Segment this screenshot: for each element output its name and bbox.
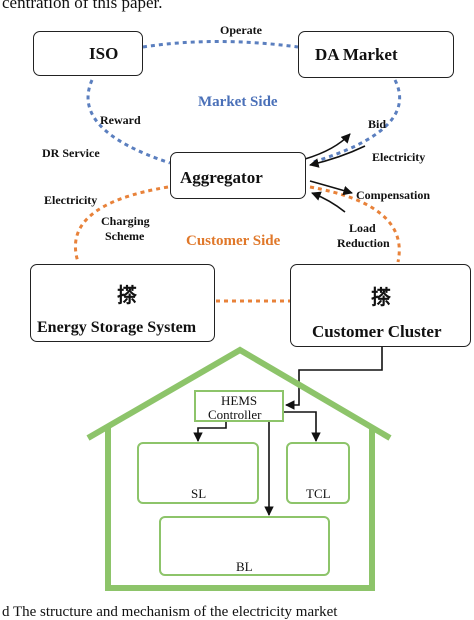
ess-label: Energy Storage System xyxy=(37,319,197,336)
cluster-symbol: 搽 xyxy=(371,285,391,309)
market-side-label: Market Side xyxy=(198,94,278,110)
electricity-right-label: Electricity xyxy=(372,150,426,164)
hems-label-line1: HEMS xyxy=(221,393,258,408)
aggregator-arrows xyxy=(304,133,366,213)
charging-label-line1: Charging xyxy=(101,214,150,228)
load-label-line2: Reduction xyxy=(337,236,390,250)
market-loop xyxy=(86,40,401,165)
caption-bottom: d The structure and mechanism of the ele… xyxy=(2,604,338,620)
tcl-group[interactable]: TCL xyxy=(286,442,350,504)
da-market-label: DA Market xyxy=(315,45,398,64)
reward-label: Reward xyxy=(100,113,141,127)
iso-box[interactable]: ISO xyxy=(33,31,143,76)
tcl-label: TCL xyxy=(306,486,331,501)
bl-group[interactable]: BL xyxy=(159,516,330,576)
customer-cluster-label: Customer Cluster xyxy=(312,322,442,341)
house-outline xyxy=(86,346,392,591)
aggregator-label: Aggregator xyxy=(180,168,263,187)
hems-controller-box[interactable]: HEMS Controller xyxy=(194,390,284,422)
hems-connections xyxy=(193,411,321,516)
ess-box[interactable]: 搽 Energy Storage System xyxy=(30,264,215,342)
aggregator-box[interactable]: Aggregator xyxy=(170,152,306,199)
customer-loop xyxy=(73,185,401,303)
da-market-box[interactable]: DA Market xyxy=(298,31,454,78)
bid-label: Bid xyxy=(368,117,387,131)
compensation-label: Compensation xyxy=(356,188,431,202)
bl-label: BL xyxy=(236,559,253,574)
ess-symbol: 搽 xyxy=(117,283,137,307)
operate-label: Operate xyxy=(220,23,262,37)
caption-top: centration of this paper. xyxy=(2,0,163,12)
sl-label: SL xyxy=(191,486,207,501)
electricity-left-label: Electricity xyxy=(44,193,98,207)
load-label-line1: Load xyxy=(349,221,376,235)
hems-label-line2: Controller xyxy=(208,407,262,422)
dr-service-label: DR Service xyxy=(42,146,100,160)
customer-side-label: Customer Side xyxy=(186,233,281,249)
iso-label: ISO xyxy=(89,44,119,63)
cluster-to-hems-line xyxy=(285,347,383,410)
customer-cluster-box[interactable]: 搽 Customer Cluster xyxy=(290,264,471,347)
sl-group[interactable]: SL xyxy=(137,442,259,504)
charging-label-line2: Scheme xyxy=(105,229,145,243)
